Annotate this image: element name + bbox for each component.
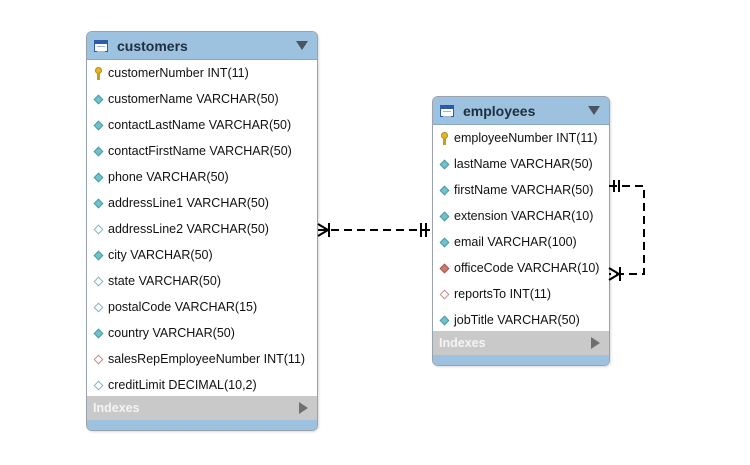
column-name: phone VARCHAR(50) (108, 170, 229, 184)
column-row[interactable]: creditLimit DECIMAL(10,2) (87, 372, 317, 398)
expand-arrow-icon[interactable] (591, 337, 600, 349)
column-name: contactLastName VARCHAR(50) (108, 118, 292, 132)
column-row[interactable]: contactLastName VARCHAR(50) (87, 112, 317, 138)
primary-key-icon (94, 66, 103, 80)
column-row[interactable]: customerName VARCHAR(50) (87, 86, 317, 112)
crows-foot-lower (608, 273, 620, 281)
customers-title: customers (117, 37, 188, 54)
column-name: addressLine1 VARCHAR(50) (108, 196, 269, 210)
column-row[interactable]: city VARCHAR(50) (87, 242, 317, 268)
employees-self-relationship[interactable] (608, 180, 645, 281)
column-name: creditLimit DECIMAL(10,2) (108, 378, 257, 392)
column-name: country VARCHAR(50) (108, 326, 235, 340)
employees-table[interactable]: employees employeeNumber INT(11) lastName… (432, 96, 610, 366)
crows-foot-upper (608, 267, 620, 275)
column-name: jobTitle VARCHAR(50) (454, 313, 580, 327)
column-row[interactable]: customerNumber INT(11) (87, 60, 317, 86)
employees-title: employees (463, 102, 536, 119)
column-row[interactable]: addressLine2 VARCHAR(50) (87, 216, 317, 242)
column-name: customerNumber INT(11) (108, 66, 249, 80)
column-row[interactable]: jobTitle VARCHAR(50) (433, 307, 609, 333)
employees-header[interactable]: employees (433, 97, 609, 125)
column-row[interactable]: salesRepEmployeeNumber INT(11) (87, 346, 317, 372)
expand-arrow-icon[interactable] (299, 402, 308, 414)
column-row[interactable]: addressLine1 VARCHAR(50) (87, 190, 317, 216)
column-name: contactFirstName VARCHAR(50) (108, 144, 292, 158)
customers-table[interactable]: customers customerNumber INT(11)customer… (86, 31, 318, 431)
employees-column-list: employeeNumber INT(11) lastName VARCHAR(5… (433, 125, 609, 333)
column-name: state VARCHAR(50) (108, 274, 221, 288)
customers-footer (87, 420, 317, 430)
customers-indexes-bar[interactable]: Indexes (87, 396, 317, 420)
column-name: addressLine2 VARCHAR(50) (108, 222, 269, 236)
customers-employees-relationship[interactable] (317, 223, 432, 237)
customers-header[interactable]: customers (87, 32, 317, 60)
indexes-label: Indexes (93, 401, 140, 415)
column-name: employeeNumber INT(11) (454, 131, 598, 145)
indexes-label: Indexes (439, 336, 486, 350)
column-name: extension VARCHAR(10) (454, 209, 594, 223)
crows-foot-lower (317, 229, 329, 237)
column-row[interactable]: postalCode VARCHAR(15) (87, 294, 317, 320)
column-row[interactable]: extension VARCHAR(10) (433, 203, 609, 229)
column-name: salesRepEmployeeNumber INT(11) (108, 352, 306, 366)
column-row[interactable]: lastName VARCHAR(50) (433, 151, 609, 177)
column-row[interactable]: country VARCHAR(50) (87, 320, 317, 346)
column-row[interactable]: email VARCHAR(100) (433, 229, 609, 255)
employees-footer (433, 355, 609, 365)
column-name: lastName VARCHAR(50) (454, 157, 593, 171)
column-row[interactable]: officeCode VARCHAR(10) (433, 255, 609, 281)
column-name: customerName VARCHAR(50) (108, 92, 279, 106)
column-row[interactable]: state VARCHAR(50) (87, 268, 317, 294)
column-name: city VARCHAR(50) (108, 248, 213, 262)
column-name: email VARCHAR(100) (454, 235, 577, 249)
collapse-arrow-icon[interactable] (296, 41, 308, 50)
primary-key-icon (440, 131, 449, 145)
column-row[interactable]: firstName VARCHAR(50) (433, 177, 609, 203)
collapse-arrow-icon[interactable] (588, 106, 600, 115)
crows-foot-upper (317, 223, 329, 231)
column-name: firstName VARCHAR(50) (454, 183, 594, 197)
column-row[interactable]: phone VARCHAR(50) (87, 164, 317, 190)
table-icon (440, 104, 454, 117)
column-name: reportsTo INT(11) (454, 287, 552, 301)
table-icon (94, 39, 108, 52)
column-row[interactable]: contactFirstName VARCHAR(50) (87, 138, 317, 164)
column-name: officeCode VARCHAR(10) (454, 261, 600, 275)
employees-indexes-bar[interactable]: Indexes (433, 331, 609, 355)
column-name: postalCode VARCHAR(15) (108, 300, 258, 314)
column-row[interactable]: reportsTo INT(11) (433, 281, 609, 307)
customers-column-list: customerNumber INT(11) customerName VARCH… (87, 60, 317, 398)
column-row[interactable]: employeeNumber INT(11) (433, 125, 609, 151)
self-relationship-line (609, 185, 645, 275)
